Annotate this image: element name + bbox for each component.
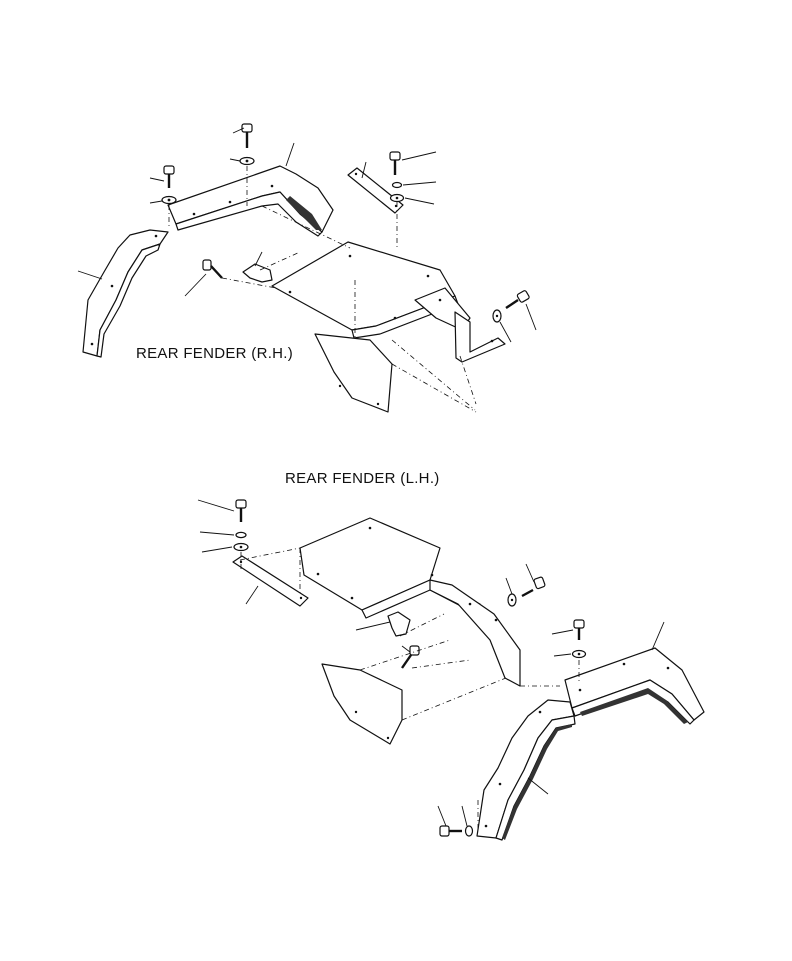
top-plate-rh bbox=[347, 167, 404, 214]
floor-plate-rh bbox=[271, 241, 471, 339]
bolt-rh-4 bbox=[389, 151, 401, 175]
bolt-lh-5 bbox=[439, 825, 462, 837]
rear-fender-rh-caption: REAR FENDER (R.H.) bbox=[136, 345, 294, 362]
fender-front-strip-lh bbox=[476, 699, 576, 841]
side-bracket-rh bbox=[454, 311, 506, 363]
bolt-lh-1 bbox=[235, 499, 247, 522]
washer-rh-1 bbox=[239, 156, 255, 166]
washer-lh-5 bbox=[464, 825, 474, 837]
lockwasher-rh-4 bbox=[391, 181, 403, 189]
bolt-rh-3 bbox=[202, 259, 223, 279]
bolt-lh-3 bbox=[573, 619, 585, 640]
washer-rh-4 bbox=[389, 193, 405, 203]
floor-plate-lh bbox=[299, 517, 521, 687]
mud-flap-lh bbox=[321, 663, 403, 745]
bolt-rh-5 bbox=[505, 290, 530, 309]
mud-flap-rh bbox=[314, 333, 393, 413]
washer-lh-3 bbox=[571, 649, 587, 659]
washer-lh-2 bbox=[507, 593, 517, 607]
fender-arch-lh bbox=[564, 647, 705, 725]
bolt-lh-4 bbox=[401, 645, 420, 669]
center-lines-lh bbox=[239, 547, 580, 830]
clip-lh bbox=[387, 611, 411, 637]
washer-rh-5 bbox=[492, 309, 502, 323]
rear-fender-lh-assembly bbox=[197, 499, 705, 841]
top-plate-lh bbox=[232, 555, 309, 607]
fender-front-strip-rh bbox=[82, 229, 169, 358]
rear-fender-rh-assembly bbox=[77, 123, 537, 413]
center-lines-rh bbox=[168, 166, 477, 413]
clip-rh bbox=[242, 263, 273, 283]
leader-lines-lh bbox=[197, 499, 665, 827]
fender-upper-body-rh bbox=[167, 165, 334, 237]
bolt-rh-1 bbox=[241, 123, 253, 148]
rear-fender-lh-caption: REAR FENDER (L.H.) bbox=[285, 470, 440, 487]
bolt-lh-2 bbox=[521, 576, 546, 598]
bolt-rh-2 bbox=[163, 165, 175, 188]
lockwasher-lh-1 bbox=[235, 531, 247, 539]
washer-lh-1 bbox=[233, 542, 249, 552]
leader-lines-rh bbox=[77, 127, 537, 343]
washer-rh-2 bbox=[161, 195, 177, 205]
